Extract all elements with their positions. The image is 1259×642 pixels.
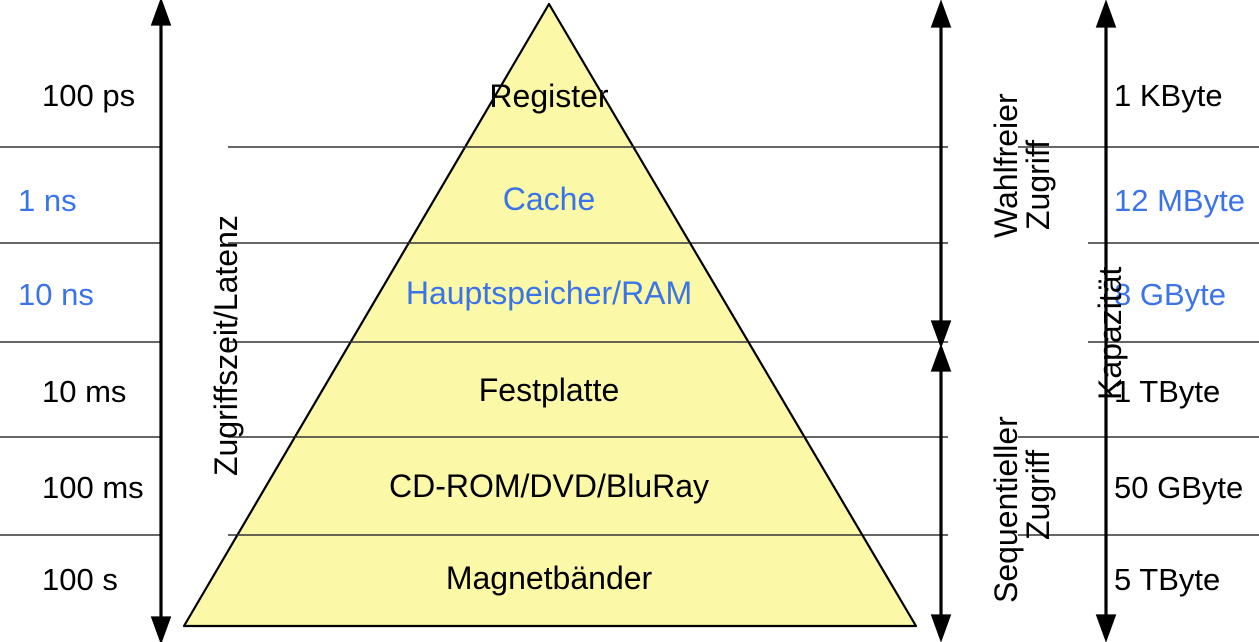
sequential-access-arrow xyxy=(930,343,952,642)
capacity-label-register: 1 KByte xyxy=(1114,78,1223,113)
latency-label-optical: 100 ms xyxy=(42,470,144,505)
latency-axis-caption: Zugriffszeit/Latenz xyxy=(208,215,244,476)
capacity-label-disk: 1 TByte xyxy=(1114,374,1221,409)
latency-label-tape: 100 s xyxy=(42,562,118,597)
sequential-access-caption-line2: Zugriff xyxy=(1020,449,1056,540)
tier-label-ram: Hauptspeicher/RAM xyxy=(405,275,693,311)
tier-label-tape: Magnetbänder xyxy=(445,560,653,596)
capacity-label-cache: 12 MByte xyxy=(1114,183,1245,218)
latency-label-ram: 10 ns xyxy=(18,277,94,312)
capacity-axis-caption: Kapazität xyxy=(1092,266,1128,400)
tier-label-cache: Cache xyxy=(502,181,596,217)
pyramid-shape xyxy=(182,2,918,628)
latency-label-disk: 10 ms xyxy=(42,374,127,409)
latency-label-register: 100 ps xyxy=(42,78,136,113)
latency-axis-arrow xyxy=(150,0,172,642)
tier-label-disk: Festplatte xyxy=(478,372,620,408)
tier-label-register: Register xyxy=(489,78,609,114)
capacity-label-optical: 50 GByte xyxy=(1114,470,1244,505)
pyramid-internal-rules xyxy=(237,146,861,536)
random-access-caption-line2: Zugriff xyxy=(1020,139,1056,230)
capacity-label-ram: 8 GByte xyxy=(1114,277,1226,312)
capacity-axis-arrow xyxy=(1095,0,1117,642)
random-access-arrow xyxy=(930,0,952,349)
tier-label-optical: CD-ROM/DVD/BluRay xyxy=(388,468,710,504)
latency-label-cache: 1 ns xyxy=(18,183,77,218)
capacity-label-tape: 5 TByte xyxy=(1114,562,1221,597)
